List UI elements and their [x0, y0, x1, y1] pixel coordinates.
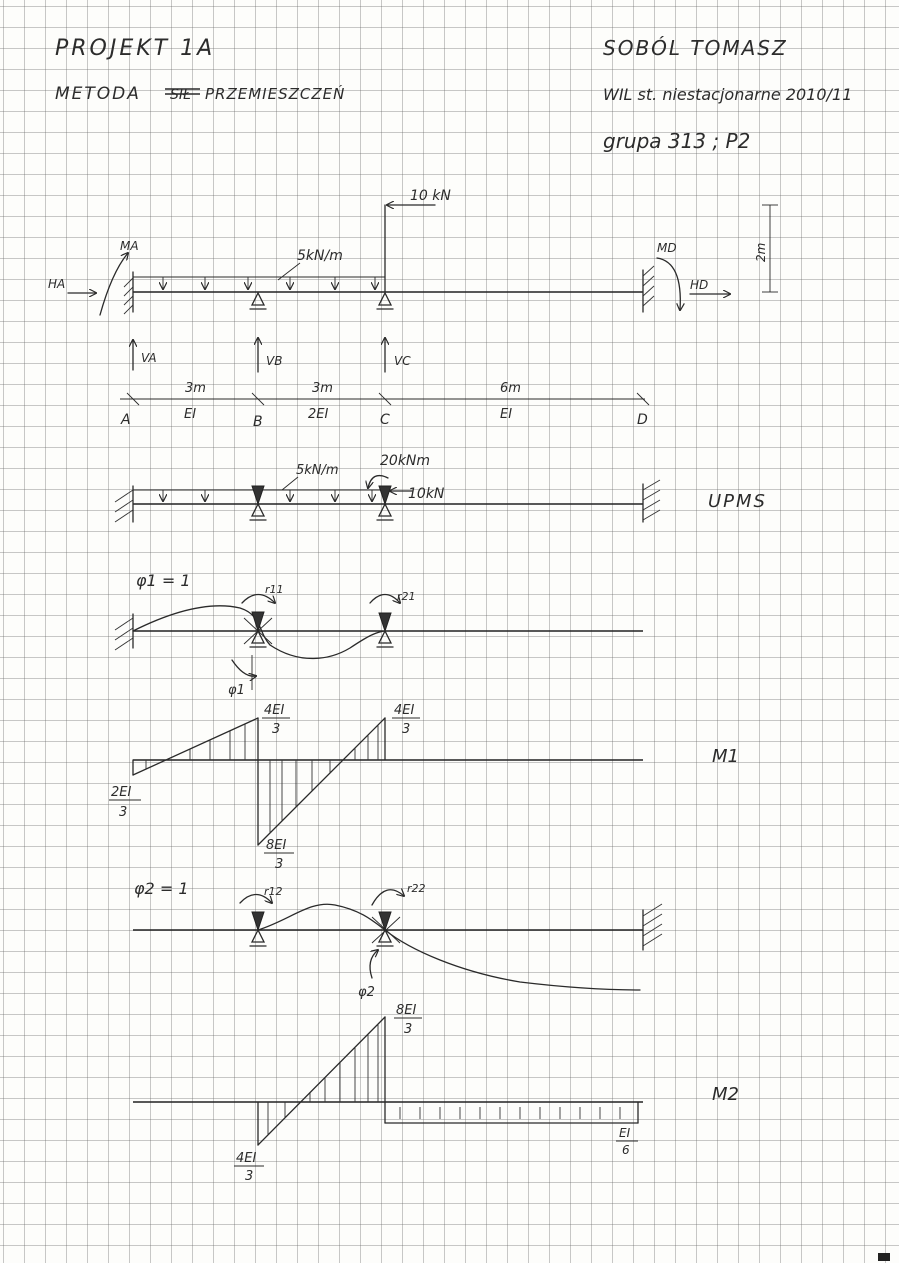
support-b	[249, 291, 267, 310]
m1-b-top-num: 4EI	[264, 703, 284, 718]
span2-length: 3m	[312, 381, 333, 396]
author-name: SOBÓL TOMASZ	[603, 36, 788, 60]
reaction-vb: VB	[266, 354, 282, 368]
state2-fixed-d	[642, 903, 663, 951]
state1-clamp-b	[243, 611, 273, 648]
state1-label: φ1 = 1	[136, 571, 191, 590]
span3-length: 6m	[500, 381, 521, 396]
height-label: 2m	[754, 243, 768, 262]
r21-label: r21	[397, 590, 416, 603]
span3-stiffness: EI	[500, 407, 512, 422]
upms-load-arrows	[163, 490, 372, 501]
method-word: PRZEMIESZCZEŃ	[205, 84, 345, 103]
reaction-va: VA	[141, 351, 157, 365]
distributed-load-arrows	[163, 277, 375, 289]
upms-label: UPMS	[708, 491, 767, 512]
method-prefix: METODA	[55, 84, 141, 104]
m2-c-num: 8EI	[396, 1003, 416, 1018]
phi1-label: φ1	[228, 683, 245, 698]
m1-b-bot-den: 3	[275, 857, 283, 872]
reaction-ha: HA	[48, 277, 65, 291]
fixed-support-d	[642, 265, 655, 313]
span1-stiffness: EI	[184, 407, 196, 422]
state1-scheme: φ1 = 1 r11 r21 φ1	[114, 571, 643, 698]
struck-word-text: SIŁ	[170, 87, 191, 103]
reaction-md: MD	[657, 241, 677, 255]
r11-label: r11	[265, 583, 284, 596]
force-10kn-label: 10 kN	[410, 188, 451, 204]
state1-fixed-a	[114, 613, 134, 651]
m2-hatching	[267, 1024, 621, 1135]
m1-c-den: 3	[402, 722, 410, 737]
upms-moment-arrow	[368, 474, 389, 488]
moment-d-arrow	[656, 257, 680, 310]
state2-clamp-c	[371, 911, 401, 947]
m1-hatching	[145, 724, 379, 833]
phi2-label: φ2	[358, 985, 375, 1000]
span2-stiffness: 2EI	[308, 407, 328, 422]
m1-b-bot-num: 8EI	[266, 838, 286, 853]
r22-label: r22	[407, 882, 426, 895]
r21-arrow	[369, 593, 400, 604]
r12-arrow	[239, 893, 272, 904]
m2-b-num: 4EI	[236, 1151, 256, 1166]
m2-diagram: 8EI 3 4EI 3 EI 6 M2	[133, 1003, 739, 1184]
dist-load-leader	[277, 262, 301, 281]
dist-load-label: 5kN/m	[297, 248, 343, 264]
m1-a-num: 2EI	[111, 785, 131, 800]
r22-arrow	[371, 890, 404, 906]
support-c	[376, 291, 394, 310]
state2-label: φ2 = 1	[134, 879, 189, 898]
m2-label: M2	[712, 1084, 739, 1105]
upms-clamp-b	[249, 485, 267, 521]
state2-clamp-b	[249, 911, 267, 947]
reaction-vc: VC	[394, 354, 411, 368]
point-c: C	[380, 412, 390, 428]
point-b: B	[253, 414, 263, 430]
reaction-ma: MA	[120, 239, 139, 253]
upms-scheme: 5kN/m 20kNm 10kN UPMS	[114, 453, 767, 523]
upms-fixed-a	[114, 485, 134, 523]
static-scheme: 10 kN 5kN/m 2m MA HA MD HD VA VB VC 3m E…	[48, 188, 778, 430]
m1-b-top-den: 3	[272, 722, 280, 737]
faculty-line: WIL st. niestacjonarne 2010/11	[603, 85, 852, 104]
state1-deflected-shape	[132, 605, 386, 660]
upms-fixed-d	[642, 479, 661, 523]
moment-a-arrow	[99, 253, 128, 316]
m2-c-den: 3	[404, 1022, 412, 1037]
phi2-arrow	[369, 950, 378, 979]
m2-d-num: EI	[619, 1126, 631, 1140]
r12-label: r12	[264, 885, 283, 898]
reaction-hd: HD	[690, 278, 708, 292]
point-a: A	[120, 412, 131, 428]
upms-load-label: 5kN/m	[296, 463, 339, 478]
m1-label: M1	[712, 746, 739, 767]
corner-mark	[878, 1253, 890, 1261]
phi1-arrow	[231, 659, 256, 676]
m2-b-den: 3	[245, 1169, 253, 1184]
group-line: grupa 313 ; P2	[603, 129, 750, 153]
m1-diagram: 2EI 3 4EI 3 8EI 3 4EI 3 M1	[109, 703, 739, 872]
upms-moment-label: 20kNm	[380, 453, 430, 469]
project-title: PROJEKT 1A	[55, 36, 215, 61]
r11-arrow	[241, 593, 275, 604]
point-d: D	[637, 412, 648, 428]
state1-clamp-c	[376, 612, 394, 648]
m1-c-num: 4EI	[394, 703, 414, 718]
upms-clamp-c	[376, 485, 394, 521]
m1-a-den: 3	[119, 805, 127, 820]
state2-deflected-shape	[257, 903, 641, 991]
m2-d-den: 6	[622, 1143, 630, 1157]
state2-scheme: φ2 = 1 r12 r22 φ2	[133, 879, 663, 1000]
struck-word: SIŁ	[165, 87, 200, 103]
fixed-support-a	[123, 271, 134, 315]
span1-length: 3m	[185, 381, 206, 396]
upms-force-label: 10kN	[408, 486, 445, 502]
